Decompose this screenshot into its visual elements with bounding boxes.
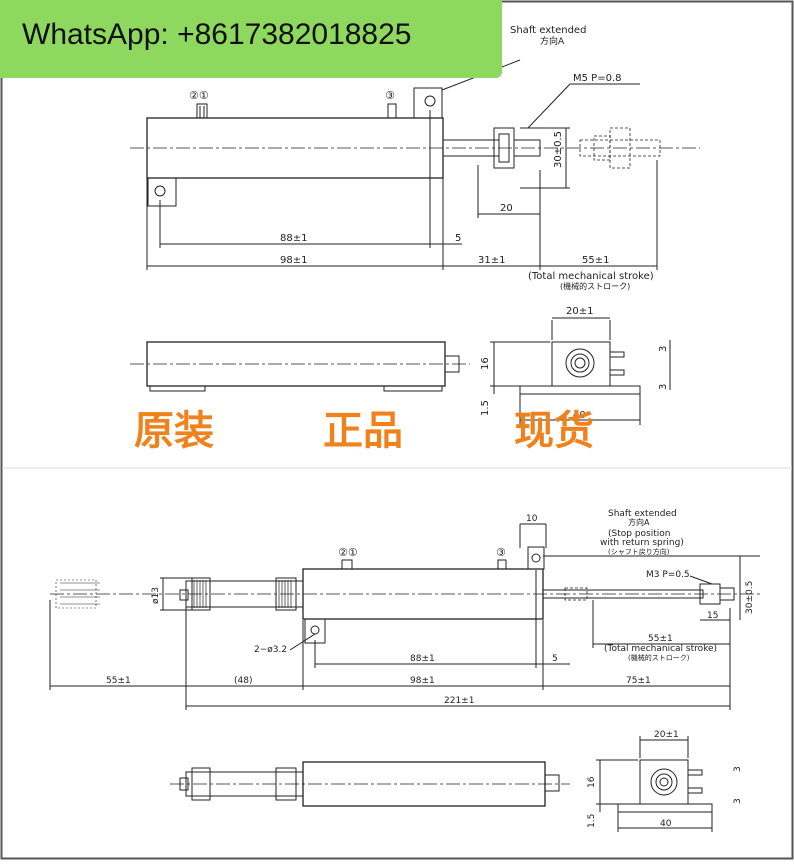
bottom-stroke-en: (Total mechanical stroke) — [604, 644, 717, 654]
mount-tab-right — [413, 87, 443, 119]
bottom-shaft-extended-label: Shaft extended — [608, 509, 677, 519]
bottom-direction-label: 方向A — [628, 517, 650, 527]
bottom-dim-98: 98±1 — [410, 676, 435, 686]
bottom-side-w20: 20±1 — [654, 730, 679, 740]
top-dim-height-30: 30±0.5 — [553, 131, 564, 168]
bottom-stop-jp: (シャフト戻り方向) — [608, 547, 670, 556]
top-side-view — [490, 317, 671, 425]
bottom-dim-hole: 2−ø3.2 — [254, 645, 287, 655]
bottom-dim-88: 88±1 — [410, 654, 435, 664]
promo-text-original: 原装 — [134, 408, 214, 454]
bottom-side-t3a: 3 — [733, 766, 743, 772]
mount-hole-left — [154, 185, 166, 197]
top-side-w20: 20±1 — [566, 306, 593, 317]
promo-text-in-stock: 现货 — [514, 408, 594, 454]
bottom-dim-5: 5 — [552, 654, 558, 664]
bottom-bottom-view — [170, 761, 570, 807]
top-dim-55: 55±1 — [582, 255, 609, 266]
top-side-h15: 1.5 — [480, 400, 491, 416]
whatsapp-banner: WhatsApp: +8617382018825 — [0, 0, 502, 78]
extended-position — [579, 127, 661, 169]
top-stroke-en: (Total mechanical stroke) — [528, 271, 654, 282]
top-terminal-12-label: ②① — [189, 89, 209, 102]
top-terminal-3-label: ③ — [385, 89, 395, 102]
bottom-dim-15: 15 — [707, 611, 718, 621]
bottom-dim-221: 221±1 — [444, 696, 474, 706]
bottom-side-h16: 16 — [587, 776, 597, 788]
top-dim-98: 98±1 — [280, 255, 307, 266]
top-dim-20: 20 — [500, 203, 513, 214]
bottom-dim-55b: 55±1 — [648, 634, 673, 644]
top-dim-88: 88±1 — [280, 233, 307, 244]
top-front-view — [130, 59, 700, 270]
mount-tab-left — [147, 177, 177, 207]
promo-text-genuine: 正品 — [323, 408, 403, 454]
bottom-dim-48: (48) — [234, 676, 252, 686]
top-side-t3a: 3 — [658, 346, 669, 352]
top-thread-label: M5 P=0.8 — [573, 73, 621, 84]
bottom-thread-label: M3 P=0.5 — [646, 570, 690, 580]
bottom-front-view — [49, 523, 760, 710]
top-stroke-jp: (機械的ストローク) — [560, 281, 630, 291]
bottom-terminal-12-label: ②① — [338, 546, 358, 559]
top-dim-31: 31±1 — [478, 255, 505, 266]
bottom-stop-line2: with return spring) — [600, 538, 684, 548]
top-side-t3b: 3 — [658, 384, 669, 390]
mount-hole-right — [424, 95, 436, 107]
bottom-side-w40: 40 — [660, 819, 672, 829]
bottom-stroke-jp: (機械的ストローク) — [628, 653, 690, 662]
bottom-side-t3b: 3 — [733, 798, 743, 804]
bottom-dim-phi13: ø13 — [151, 587, 161, 604]
top-side-h16: 16 — [480, 357, 491, 370]
bottom-dim-75: 75±1 — [626, 676, 651, 686]
whatsapp-contact-text: WhatsApp: +8617382018825 — [22, 18, 412, 51]
bottom-dim-height-30: 30±0.5 — [745, 581, 755, 614]
bottom-terminal-3-label: ③ — [496, 546, 506, 559]
top-bottom-view — [130, 341, 470, 392]
top-dim-5: 5 — [455, 233, 461, 244]
top-shaft-extended-label: Shaft extended — [510, 25, 586, 36]
bottom-side-h15: 1.5 — [587, 814, 597, 828]
top-direction-label: 方向A — [540, 35, 565, 47]
top-side-w40: 40 — [573, 410, 586, 421]
bottom-stop-line1: (Stop position — [608, 529, 670, 539]
bottom-side-view — [596, 736, 713, 832]
bottom-dim-10: 10 — [526, 514, 538, 524]
bottom-dim-55a: 55±1 — [106, 676, 131, 686]
